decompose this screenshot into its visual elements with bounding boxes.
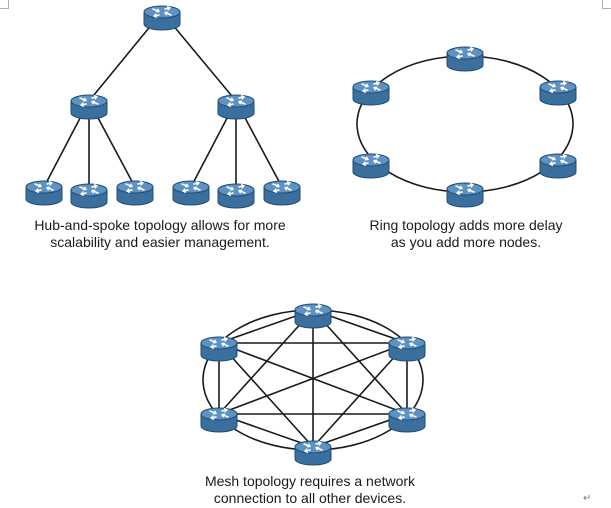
mesh-link-3-6	[218, 342, 408, 415]
mesh-router-icon-2	[388, 336, 426, 362]
hub-router-icon-2	[217, 94, 255, 120]
mesh-link-1-3	[312, 309, 408, 415]
spoke-router-icon-2-1	[172, 180, 210, 206]
ring-router-icon-2	[539, 80, 577, 106]
hub-spoke-caption-line-2: scalability and easier management.	[50, 234, 270, 250]
ring-caption: Ring topology adds more delay as you add…	[336, 217, 596, 251]
mesh-link-1-5	[218, 309, 314, 415]
ring-caption-line-2: as you add more nodes.	[390, 234, 542, 250]
mesh-link-2-4	[312, 342, 408, 448]
ring-router-icon-3	[539, 153, 577, 179]
spoke-router-icon-1-3	[116, 180, 154, 206]
mesh-router-icon-6	[200, 336, 238, 362]
ring-caption-line-1: Ring topology adds more delay	[369, 217, 563, 233]
hub-spoke-caption-line-1: Hub-and-spoke topology allows for more	[34, 217, 286, 233]
core-router-icon	[143, 5, 181, 31]
mesh-router-icon-3	[388, 407, 426, 433]
mesh-router-icon-1	[294, 303, 332, 329]
network-nodes	[25, 5, 577, 466]
spoke-router-icon-1-2	[70, 183, 108, 209]
crop-mark-top-right	[602, 0, 611, 9]
spoke-router-icon-1-1	[25, 180, 63, 206]
ring-router-icon-4	[446, 182, 484, 208]
mesh-caption-line-1: Mesh topology requires a network	[204, 473, 416, 489]
spoke-router-icon-2-2	[217, 183, 255, 209]
ring-router-icon-6	[352, 80, 390, 106]
mesh-link-4-6	[218, 342, 314, 448]
mesh-router-icon-4	[294, 440, 332, 466]
ring-router-icon-5	[352, 153, 390, 179]
mesh-caption-line-2: connection to all other devices.	[213, 490, 407, 506]
crop-mark-top-left	[0, 0, 9, 9]
return-arrow-icon: ↵	[583, 493, 592, 504]
mesh-caption: Mesh topology requires a network connect…	[170, 473, 450, 507]
ring-router-icon-1	[446, 46, 484, 72]
hub-router-icon-1	[70, 94, 108, 120]
mesh-router-icon-5	[200, 407, 238, 433]
hub-spoke-caption: Hub-and-spoke topology allows for more s…	[20, 217, 300, 251]
spoke-router-icon-2-3	[263, 180, 301, 206]
